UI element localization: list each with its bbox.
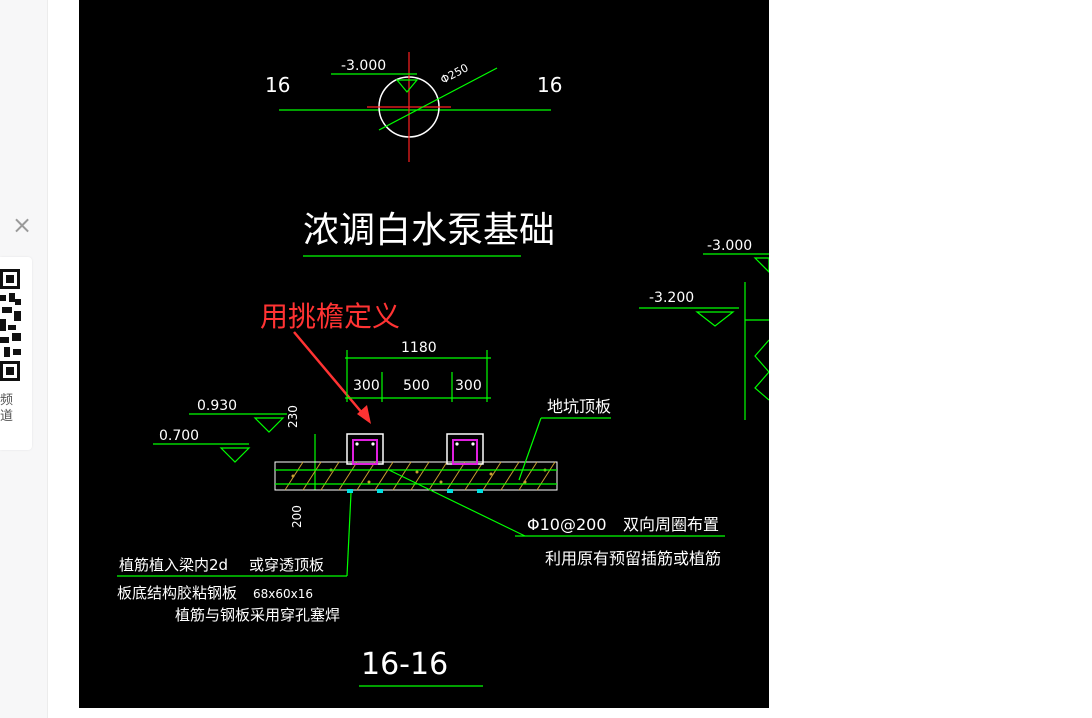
dim-total: 1180 xyxy=(401,340,437,356)
elev-marker-0700 xyxy=(219,447,251,463)
leader-notes xyxy=(346,492,352,577)
elev-marker-top xyxy=(395,79,419,93)
note-line3: 植筋与钢板采用穿孔塞焊 xyxy=(175,606,340,624)
elev-label-top: -3.000 xyxy=(341,58,386,74)
qr-caption: 频道 xyxy=(0,393,14,424)
steel-plates xyxy=(347,489,483,493)
leader-rebar xyxy=(388,469,526,537)
elev-marker-r2 xyxy=(695,311,735,327)
dim-c: 300 xyxy=(455,378,482,394)
right-break-line xyxy=(754,339,769,401)
label-pit-slab: 地坑顶板 xyxy=(547,397,611,416)
annotation-arrow-line xyxy=(293,331,364,415)
elev-label-0700: 0.700 xyxy=(159,428,199,444)
rebar-layout: 双向周圈布置 xyxy=(623,515,719,534)
pipe-diameter-leader xyxy=(378,67,498,131)
note-line2: 板底结构胶粘钢板 xyxy=(117,584,237,602)
elev-marker-0930 xyxy=(253,417,285,433)
annotation-label: 用挑檐定义 xyxy=(260,300,400,333)
dim-230: 230 xyxy=(286,405,300,428)
qr-card: 频道 xyxy=(0,257,32,450)
leader-pit-slab xyxy=(518,417,542,481)
dim-200: 200 xyxy=(290,505,304,528)
cad-drawing-viewport[interactable]: 16 16 Φ250 -3.000 浓调白水泵基础 用挑檐定义 1180 300… xyxy=(79,0,769,708)
elev-marker-r1 xyxy=(753,257,769,273)
note-line1b: 或穿透顶板 xyxy=(249,556,324,574)
rebar-note: 利用原有预留插筋或植筋 xyxy=(545,549,721,568)
pipe-diameter-label: Φ250 xyxy=(438,61,470,86)
pedestal-right-stirrup xyxy=(452,439,478,465)
rebar-spec: Φ10@200 xyxy=(527,515,607,534)
elev-label-r1: -3.000 xyxy=(707,238,752,254)
elev-label-r2: -3.200 xyxy=(649,290,694,306)
close-icon[interactable]: × xyxy=(11,211,33,239)
note-line2b: 68x60x16 xyxy=(253,587,313,601)
cad-drawing: 16 16 Φ250 -3.000 浓调白水泵基础 用挑檐定义 1180 300… xyxy=(117,52,769,687)
slab-hatch xyxy=(284,461,556,491)
note-line1: 植筋植入梁内2d xyxy=(119,556,228,574)
pit-slab xyxy=(274,461,558,491)
section-label: 16-16 xyxy=(361,647,448,682)
section-marker-left: 16 xyxy=(265,73,290,97)
slab-aggregate xyxy=(291,468,547,484)
left-side-panel: × 频道 xyxy=(0,0,48,718)
pedestal-bars xyxy=(355,442,475,446)
dim-b: 500 xyxy=(403,378,430,394)
elev-label-0930: 0.930 xyxy=(197,398,237,414)
annotation-arrow-head xyxy=(357,405,371,424)
section-marker-right: 16 xyxy=(537,73,562,97)
qr-code-icon xyxy=(0,269,21,381)
dim-a: 300 xyxy=(353,378,380,394)
pedestal-left-stirrup xyxy=(352,439,378,465)
drawing-title: 浓调白水泵基础 xyxy=(303,210,555,251)
